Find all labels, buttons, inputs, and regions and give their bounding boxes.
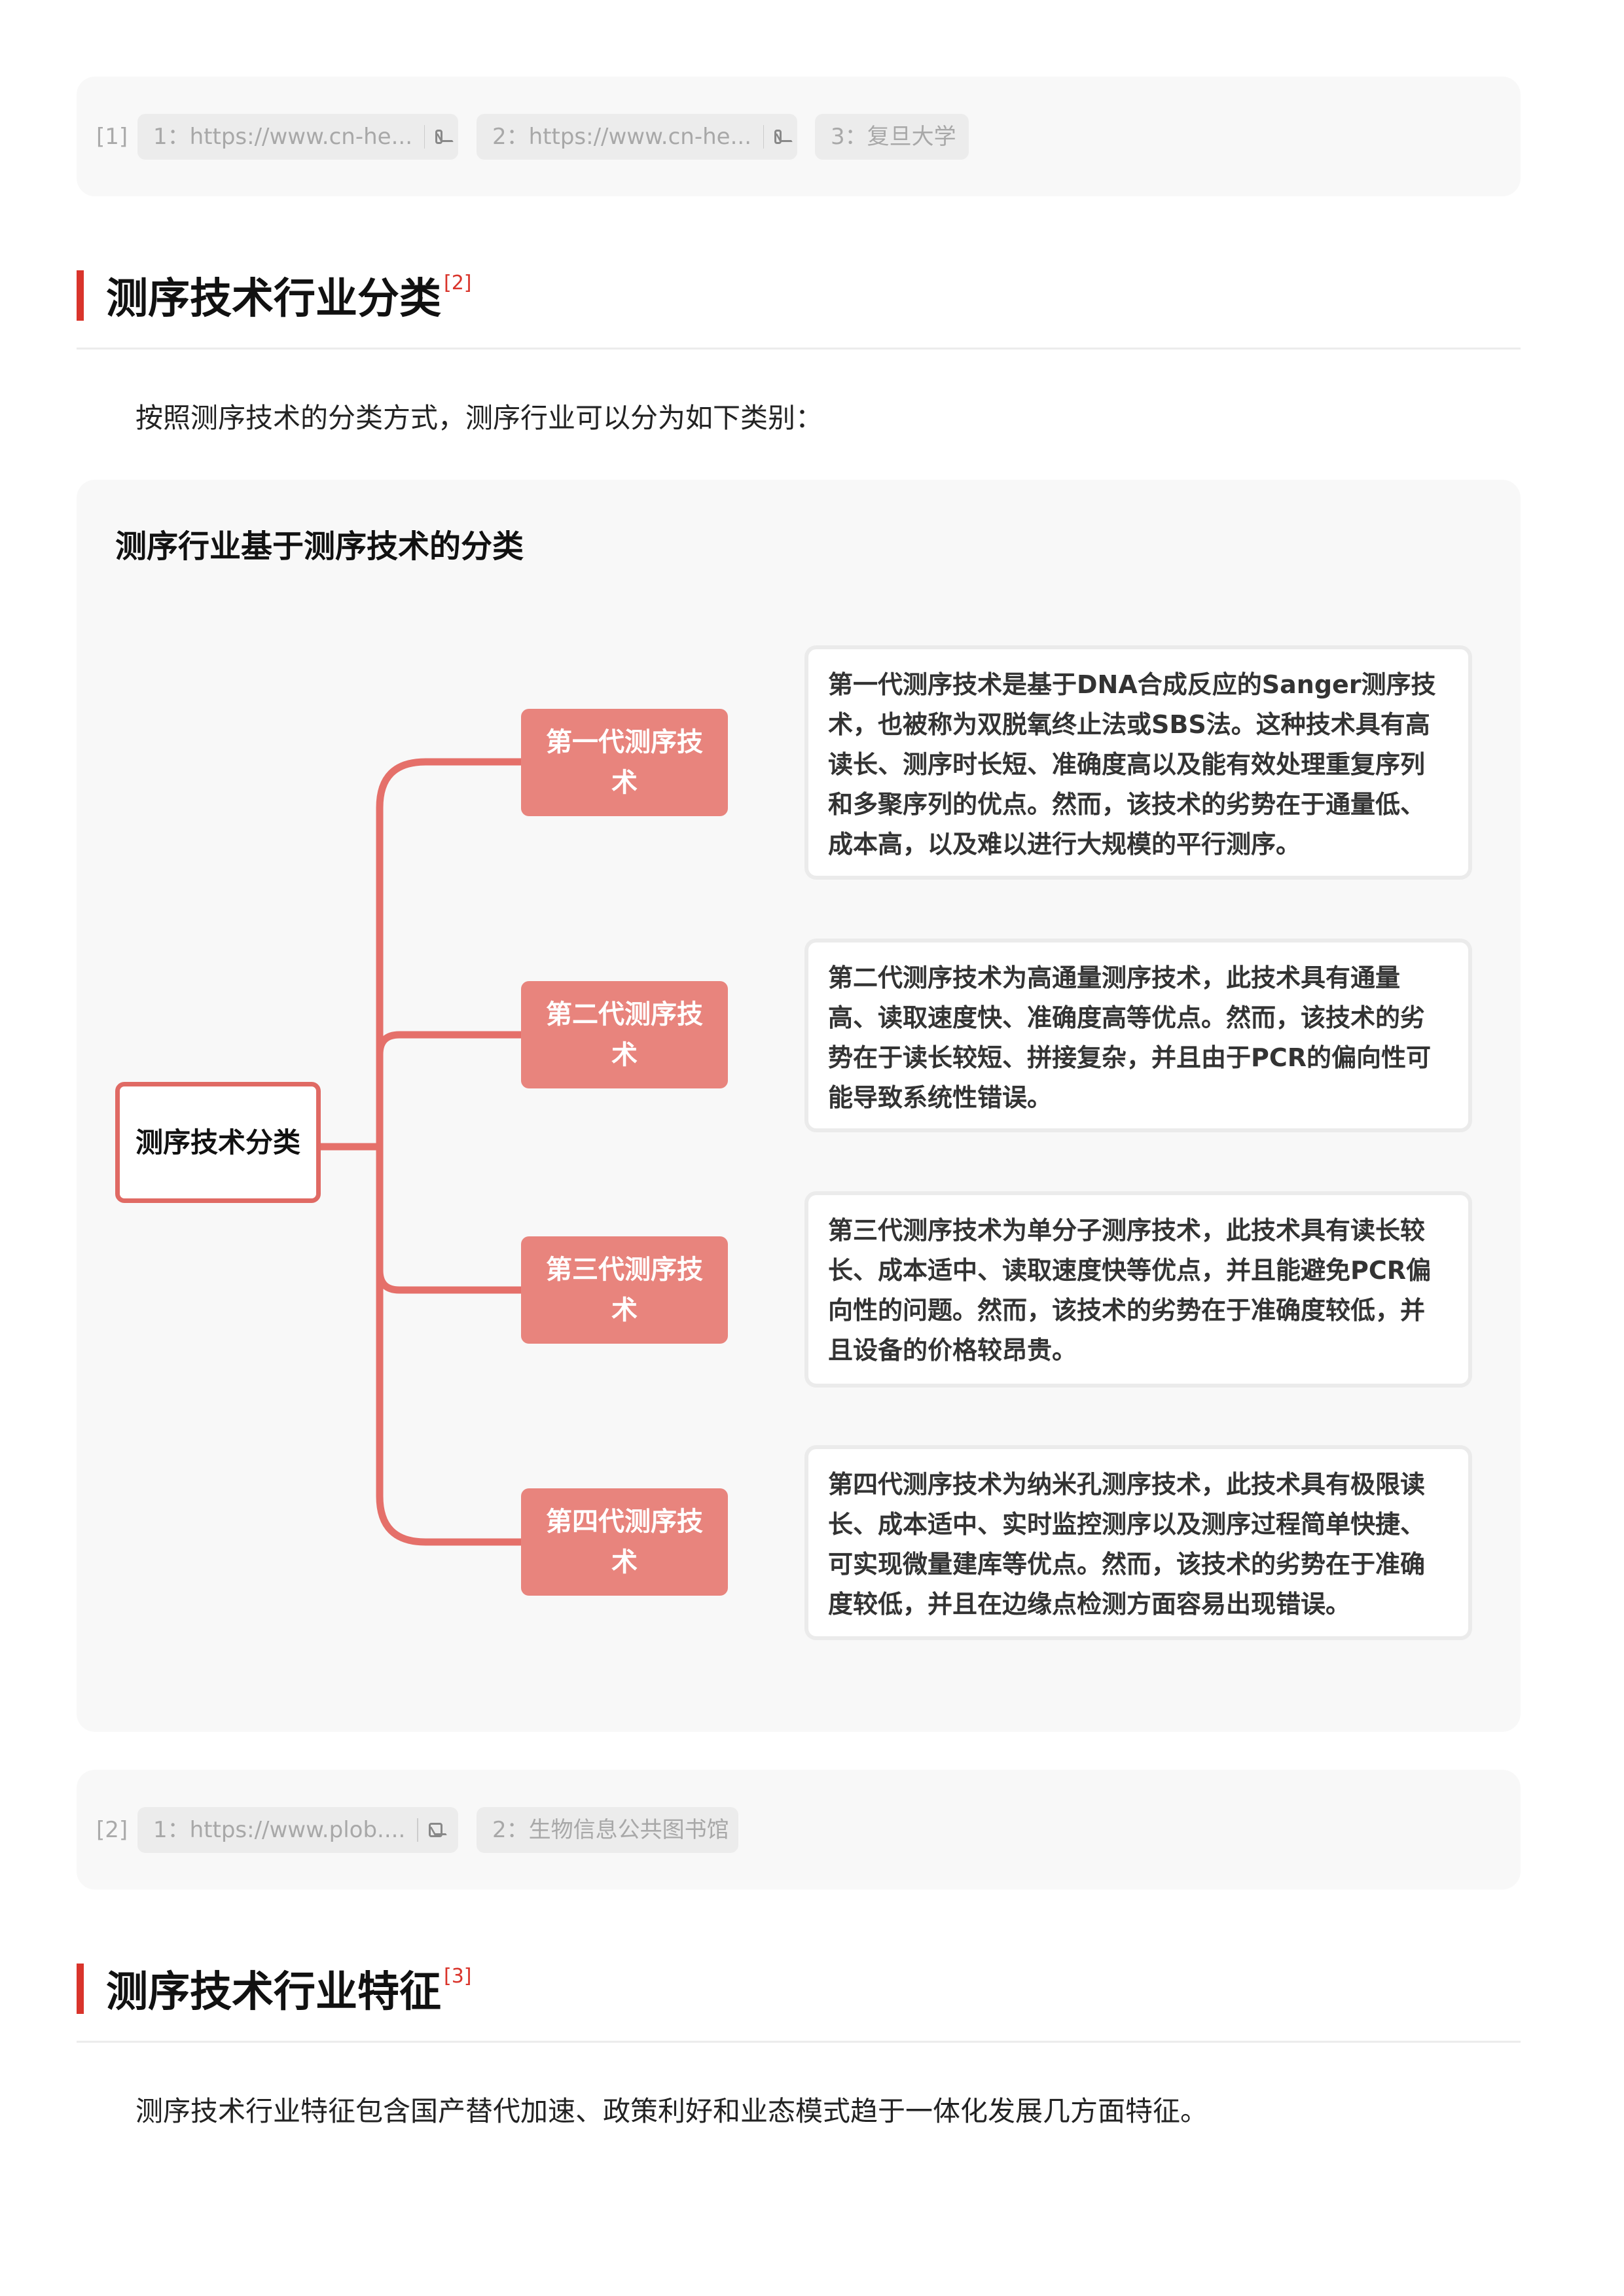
branch-node-2: 第二代测序技术	[521, 981, 728, 1088]
heading-accent-bar	[77, 270, 84, 321]
heading-accent-bar	[77, 1964, 84, 2014]
reference-chip-text: 1：https://www.plob....	[153, 1817, 406, 1843]
citation-link[interactable]: [2]	[444, 272, 472, 295]
image-icon[interactable]	[774, 130, 782, 144]
section-title: 测序技术行业分类[2]	[106, 265, 472, 325]
reference-chip-2[interactable]: 2：https://www.cn-he...	[477, 114, 797, 160]
branch-connector-1	[376, 758, 521, 1147]
branch-connector-4	[376, 1147, 521, 1546]
reference-chip-2[interactable]: 2：生物信息公共图书馆	[477, 1807, 738, 1853]
divider	[77, 348, 1521, 350]
section-title-text: 测序技术行业特征	[106, 1968, 441, 2017]
root-node: 测序技术分类	[115, 1082, 321, 1203]
reference-chip-1[interactable]: 1：https://www.plob....	[137, 1807, 458, 1853]
image-icon[interactable]	[435, 130, 442, 144]
citation-link[interactable]: [3]	[444, 1965, 472, 1988]
branch-node-3: 第三代测序技术	[521, 1236, 728, 1344]
branch-node-1: 第一代测序技术	[521, 709, 728, 816]
reference-label: [2]	[96, 1817, 128, 1843]
reference-chip-text: 2：生物信息公共图书馆	[492, 1817, 729, 1843]
image-icon[interactable]	[428, 1823, 442, 1837]
diagram-title: 测序行业基于测序技术的分类	[115, 528, 524, 565]
branch-description-2: 第二代测序技术为高通量测序技术，此技术具有通量高、读取速度快、准确度高等优点。然…	[804, 939, 1472, 1132]
branch-node-4: 第四代测序技术	[521, 1488, 728, 1596]
branch-description-1: 第一代测序技术是基于DNA合成反应的Sanger测序技术，也被称为双脱氧终止法或…	[804, 645, 1472, 880]
reference-chip-text: 1：https://www.cn-he...	[153, 124, 413, 150]
reference-label: [1]	[96, 124, 128, 150]
divider	[77, 2041, 1521, 2043]
branch-description-3: 第三代测序技术为单分子测序技术，此技术具有读长较长、成本适中、读取速度快等优点，…	[804, 1191, 1472, 1388]
intro-paragraph: 测序技术行业特征包含国产替代加速、政策利好和业态模式趋于一体化发展几方面特征。	[135, 2095, 1208, 2127]
branch-connector-2	[376, 1031, 521, 1055]
reference-chip-1[interactable]: 1：https://www.cn-he...	[137, 114, 458, 160]
reference-chip-text: 2：https://www.cn-he...	[492, 124, 752, 150]
intro-paragraph: 按照测序技术的分类方式，测序行业可以分为如下类别：	[135, 402, 823, 434]
branch-connector-3	[376, 1270, 521, 1294]
reference-chip-3[interactable]: 3：复旦大学	[815, 114, 969, 160]
section-title-text: 测序技术行业分类	[106, 275, 441, 323]
branch-description-4: 第四代测序技术为纳米孔测序技术，此技术具有极限读长、成本适中、实时监控测序以及测…	[804, 1445, 1472, 1640]
reference-chip-text: 3：复旦大学	[831, 124, 956, 150]
section-title: 测序技术行业特征[3]	[106, 1958, 472, 2018]
